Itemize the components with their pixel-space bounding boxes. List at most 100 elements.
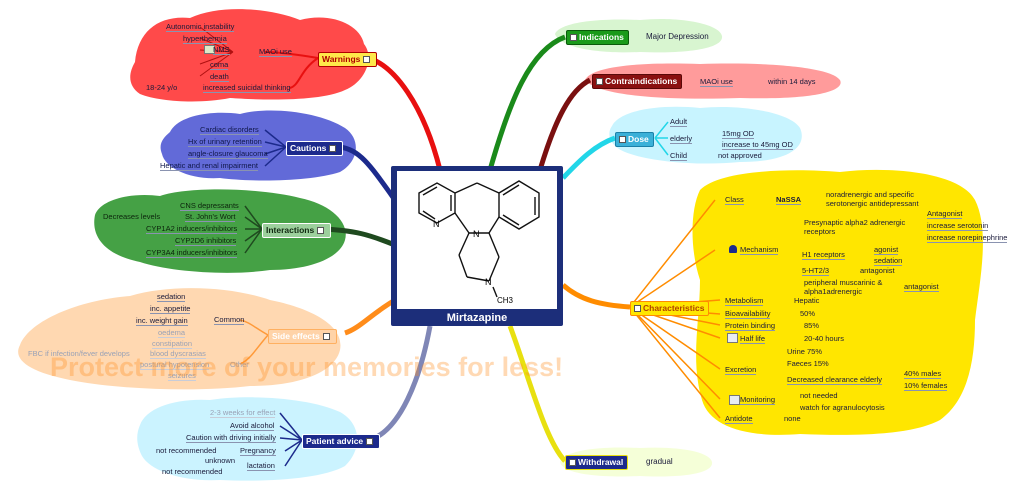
char-5ht[interactable]: 5-HT2/3	[802, 266, 830, 276]
advice-lactation-notrec[interactable]: not recommended	[162, 467, 223, 476]
dose-child[interactable]: Child	[670, 151, 688, 161]
note-icon[interactable]	[204, 45, 215, 54]
char-mechanism[interactable]: Mechanism	[740, 245, 779, 255]
side-effects-item-oedema[interactable]: oedema	[158, 328, 186, 338]
interactions-node[interactable]: Interactions	[262, 223, 332, 238]
char-clearance-males[interactable]: 40% males	[904, 369, 942, 379]
cautions-item-hepatic[interactable]: Hepatic and renal impairment	[160, 161, 258, 171]
char-antidote[interactable]: Antidote	[725, 414, 753, 424]
char-excretion[interactable]: Excretion	[725, 365, 757, 375]
side-effects-item-constipation[interactable]: constipation	[152, 339, 193, 349]
char-metabolism[interactable]: Metabolism	[725, 296, 764, 306]
side-effects-common[interactable]: Common	[214, 315, 245, 325]
warnings-item-nms[interactable]: NMS	[213, 45, 230, 55]
expand-icon[interactable]	[322, 333, 330, 341]
char-bioavailability[interactable]: Bioavailability	[725, 309, 771, 319]
cautions-node[interactable]: Cautions	[286, 141, 344, 156]
char-urine[interactable]: Urine 75%	[787, 347, 823, 356]
contraindications-value[interactable]: MAOi use	[700, 77, 733, 87]
characteristics-node[interactable]: Characteristics	[630, 301, 710, 316]
char-antagonist[interactable]: Antagonist	[927, 209, 963, 219]
contraindications-node[interactable]: Contraindications	[592, 74, 683, 89]
warnings-item-autonomic[interactable]: Autonomic instability	[166, 22, 235, 32]
char-5ht-value[interactable]: antagonist	[860, 266, 895, 275]
interactions-decreases[interactable]: Decreases levels	[103, 212, 161, 221]
char-peripheral-value[interactable]: antagonist	[904, 282, 939, 292]
char-clearance-females[interactable]: 10% females	[904, 381, 948, 391]
dose-node[interactable]: Dose	[615, 132, 654, 147]
dose-elderly-45[interactable]: increase to 45mg OD	[722, 140, 793, 150]
char-increase-serotonin[interactable]: increase serotonin	[927, 221, 989, 231]
expand-icon[interactable]	[634, 305, 641, 313]
char-protein[interactable]: Protein binding	[725, 321, 776, 331]
withdrawal-value[interactable]: gradual	[646, 457, 673, 466]
interactions-item-cyp3a4[interactable]: CYP3A4 inducers/inhibitors	[146, 248, 238, 258]
dose-adult[interactable]: Adult	[670, 117, 688, 127]
dose-elderly[interactable]: elderly	[670, 134, 693, 144]
warnings-maoi-use[interactable]: MAOi use	[259, 47, 292, 57]
expand-icon[interactable]	[596, 78, 603, 86]
char-h1[interactable]: H1 receptors	[802, 250, 845, 260]
dose-elderly-15[interactable]: 15mg OD	[722, 129, 755, 139]
dose-child-value[interactable]: not approved	[718, 151, 762, 160]
char-halflife[interactable]: Half life	[740, 334, 766, 344]
char-class-desc[interactable]: noradrenergic and specific serotonergic …	[826, 190, 919, 208]
advice-pregnancy[interactable]: Pregnancy	[240, 446, 276, 456]
cautions-item-glaucoma[interactable]: angle-closure glaucoma	[188, 149, 268, 159]
char-class[interactable]: Class	[725, 195, 744, 205]
char-monitoring[interactable]: Monitoring	[740, 395, 776, 405]
interactions-item-stjohns[interactable]: St. John's Wort	[185, 212, 236, 222]
central-node[interactable]: N N N CH3 Mirtazapine	[391, 166, 563, 326]
char-monitoring-notneeded[interactable]: not needed	[800, 391, 838, 400]
expand-icon[interactable]	[619, 136, 626, 144]
warnings-item-coma[interactable]: coma	[210, 60, 229, 70]
char-h1-agonist[interactable]: agonist	[874, 245, 899, 255]
advice-item-alcohol[interactable]: Avoid alcohol	[230, 421, 275, 431]
side-effects-node[interactable]: Side effects	[268, 329, 337, 344]
advice-item-weeks[interactable]: 2-3 weeks for effect	[210, 408, 276, 418]
side-effects-fbc[interactable]: FBC if infection/fever develops	[28, 349, 130, 358]
char-h1-sedation[interactable]: sedation	[874, 256, 903, 266]
side-effects-item-sedation[interactable]: sedation	[157, 292, 186, 302]
char-antidote-value[interactable]: none	[784, 414, 801, 423]
warnings-age[interactable]: 18-24 y/o	[146, 83, 178, 92]
char-peripheral[interactable]: peripheral muscarinic & alpha1adrenergic	[804, 278, 883, 296]
withdrawal-node[interactable]: Withdrawal	[565, 455, 629, 470]
char-monitoring-agranulocytosis[interactable]: watch for agranulocytosis	[800, 403, 885, 412]
char-bioavailability-value[interactable]: 50%	[800, 309, 816, 318]
char-faeces[interactable]: Faeces 15%	[787, 359, 829, 368]
expand-icon[interactable]	[317, 227, 325, 235]
side-effects-item-weight[interactable]: inc. weight gain	[136, 316, 188, 326]
expand-icon[interactable]	[329, 145, 337, 153]
indications-value[interactable]: Major Depression	[646, 32, 709, 41]
warnings-item-death[interactable]: death	[210, 72, 229, 82]
cautions-item-urinary[interactable]: Hx of urinary retention	[188, 137, 262, 147]
char-halflife-value[interactable]: 20-40 hours	[804, 334, 845, 343]
interactions-item-cns[interactable]: CNS depressants	[180, 201, 239, 211]
char-class-value[interactable]: NaSSA	[776, 195, 802, 205]
expand-icon[interactable]	[366, 438, 374, 446]
side-effects-item-appetite[interactable]: inc. appetite	[150, 304, 191, 314]
cautions-item-cardiac[interactable]: Cardiac disorders	[200, 125, 259, 135]
indications-node[interactable]: Indications	[566, 30, 629, 45]
advice-lactation[interactable]: lactation	[247, 461, 275, 471]
side-effects-blood[interactable]: blood dyscrasias	[150, 349, 206, 359]
expand-icon[interactable]	[570, 34, 577, 42]
side-effects-other[interactable]: Other	[230, 360, 249, 369]
advice-lactation-unknown[interactable]: unknown	[205, 456, 236, 465]
warnings-node[interactable]: Warnings	[318, 52, 378, 67]
char-protein-value[interactable]: 85%	[804, 321, 820, 330]
advice-pregnancy-value[interactable]: not recommended	[156, 446, 217, 455]
side-effects-seizures[interactable]: seizures	[168, 371, 196, 381]
advice-item-driving[interactable]: Caution with driving initially	[186, 433, 277, 443]
char-presynaptic[interactable]: Presynaptic alpha2 adrenergic receptors	[804, 218, 906, 236]
char-clearance[interactable]: Decreased clearance elderly	[787, 375, 883, 385]
side-effects-hypotension[interactable]: postural hypotension	[140, 360, 210, 370]
expand-icon[interactable]	[569, 459, 576, 467]
warnings-suicidal[interactable]: increased suicidal thinking	[203, 83, 291, 93]
monitor-icon[interactable]	[729, 395, 740, 405]
note-icon[interactable]	[727, 333, 738, 343]
patient-advice-node[interactable]: Patient advice	[302, 434, 381, 449]
char-increase-norepinephrine[interactable]: increase norepinephrine	[927, 233, 1008, 243]
contraindications-detail[interactable]: within 14 days	[768, 77, 816, 86]
